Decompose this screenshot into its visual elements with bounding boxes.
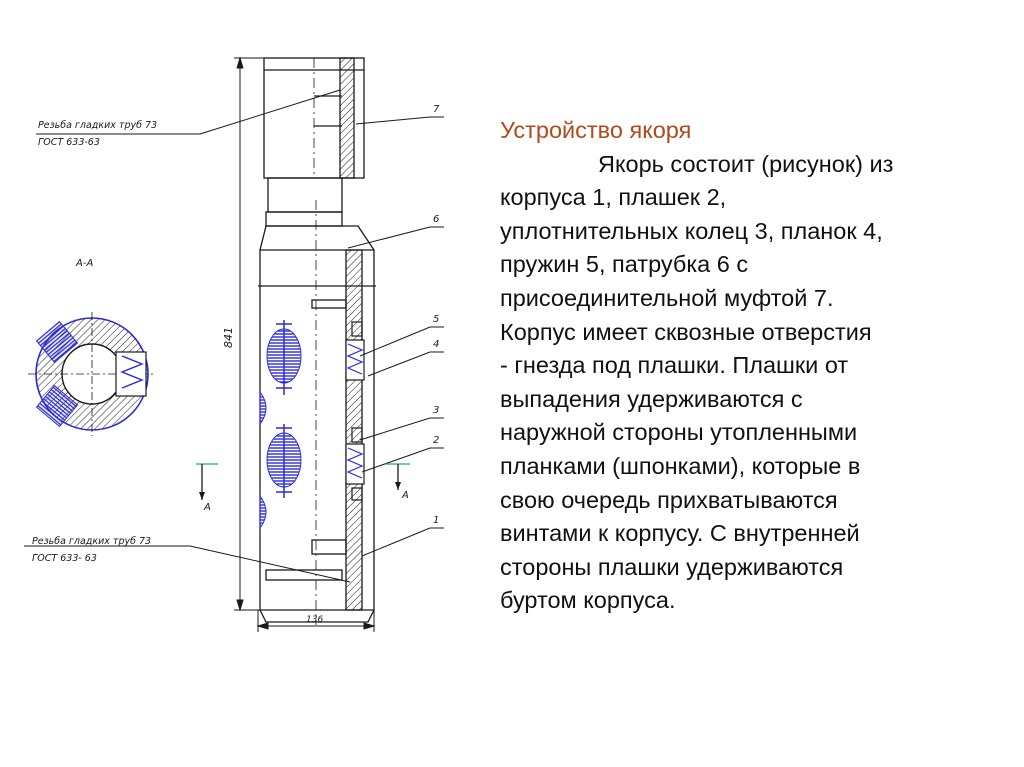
slip-lower	[266, 424, 302, 498]
part-number-7: 7	[433, 104, 440, 115]
section-mark-right: А	[401, 490, 409, 501]
thread-note-bottom-line1: Резьба гладких труб 73	[32, 536, 151, 547]
part-number-6: 6	[433, 214, 439, 225]
dimension-diameter	[256, 610, 376, 632]
description-block: Устройство якоря Якорь состоит (рисунок)…	[500, 114, 1000, 618]
slide-body-wrap: Якорь состоит (рисунок) из корпуса 1, пл…	[500, 148, 1000, 618]
dimension-diameter-label: 136	[306, 615, 323, 625]
thread-note-leaders	[24, 89, 351, 583]
dimension-height-label: 841	[222, 327, 235, 348]
slide-title: Устройство якоря	[500, 117, 692, 143]
part-number-3: 3	[433, 405, 439, 416]
slip-side	[259, 390, 267, 530]
cross-section	[28, 312, 156, 436]
section-cut-marks	[196, 463, 410, 500]
section-label: А-А	[75, 258, 93, 269]
section-mark-left: А	[203, 502, 211, 513]
branch-pipe	[258, 200, 376, 625]
part-number-1: 1	[433, 515, 439, 526]
thread-note-bottom-line2: ГОСТ 633- 63	[32, 553, 97, 564]
part-leaders	[347, 116, 444, 557]
slide-body: Якорь состоит (рисунок) из корпуса 1, пл…	[500, 150, 894, 614]
spring-lower	[345, 427, 365, 501]
part-number-4: 4	[433, 339, 439, 350]
coupling-body	[263, 57, 365, 213]
part-number-2: 2	[433, 435, 439, 446]
slip-upper	[266, 320, 302, 395]
dimension-height	[234, 56, 264, 612]
thread-note-top-line1: Резьба гладких труб 73	[38, 120, 157, 131]
thread-note-top-line2: ГОСТ 633-63	[38, 137, 100, 148]
part-number-5: 5	[433, 314, 439, 325]
spring-upper	[345, 321, 365, 381]
